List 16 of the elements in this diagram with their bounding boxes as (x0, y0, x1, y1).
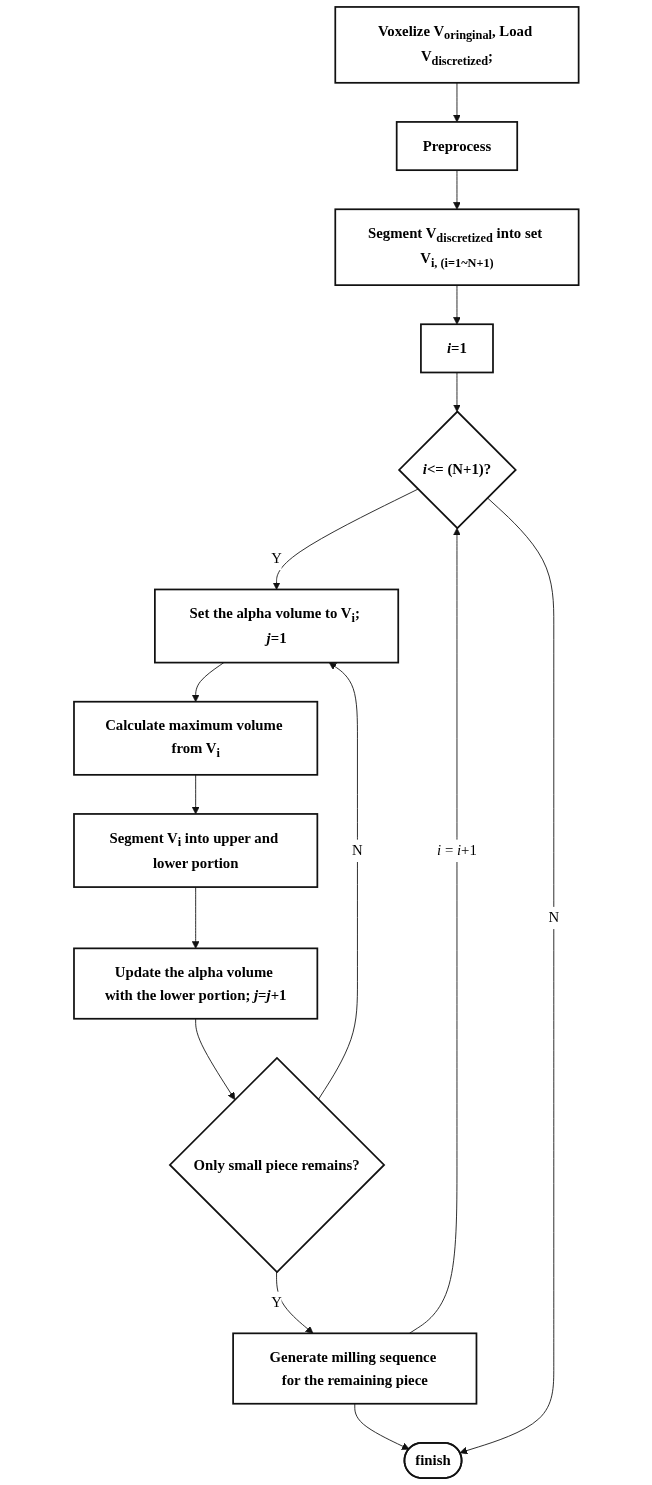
edge-label: N (548, 909, 559, 926)
node-diamond: i<= (N+1)? (397, 410, 517, 530)
node-box: Set the alpha volume to V$_{i}$; j=1 (153, 588, 399, 664)
node-box: Update the alpha volume with the lower portion; j=j+1 (72, 947, 318, 1020)
edge-label: i = i+1 (436, 842, 477, 859)
node-box: Segment V$_{discretized}$ into set V$_{i, (i=1~N+1)}$ (334, 208, 580, 286)
node-box: Preprocess (395, 121, 518, 172)
node-box: Calculate maximum volume from V$_{i}$ (72, 700, 318, 776)
node-box: Segment V$_{i}$ into upper and lower portion (72, 813, 318, 888)
node-box: Generate milling sequence for the remaining piece (231, 1332, 477, 1405)
node-box: Voxelize V$_{oringinal}$, Load V$_{discretized}$; (334, 6, 580, 84)
node-box: i=1 (419, 323, 494, 374)
edge-label: N (351, 842, 363, 859)
edge-label: Y (270, 1294, 282, 1311)
node-diamond: Only small piece remains? (168, 1056, 385, 1274)
edge-label: Y (270, 550, 282, 567)
